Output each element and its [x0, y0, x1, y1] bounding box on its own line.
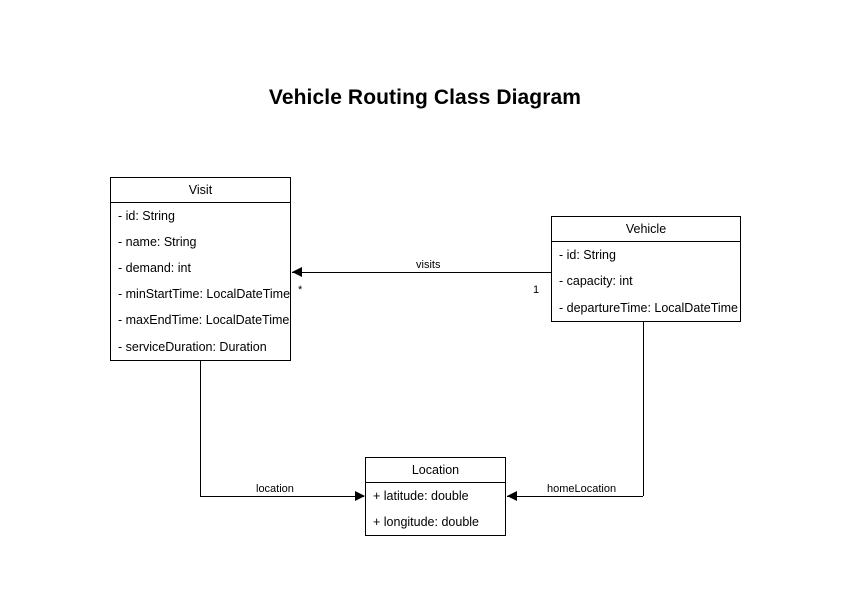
class-name-vehicle: Vehicle	[552, 217, 740, 242]
attribute-row: + latitude: double	[373, 488, 469, 503]
attribute-row: - departureTime: LocalDateTime	[559, 300, 739, 315]
attribute-row: - maxEndTime: LocalDateTime	[118, 313, 290, 328]
edge-location-vertical	[200, 361, 201, 496]
arrowhead-left-icon	[507, 491, 517, 501]
edge-label-visits: visits	[413, 260, 444, 271]
edge-homelocation-vertical	[643, 322, 644, 496]
class-box-visit[interactable]: Visit - id: String - name: String - dema…	[110, 177, 291, 361]
multiplicity-vehicle: 1	[533, 284, 540, 296]
edge-label-location: location	[253, 484, 297, 495]
attribute-row: - demand: int	[118, 261, 191, 276]
class-box-location[interactable]: Location + latitude: double + longitude:…	[365, 457, 506, 536]
attribute-row: - name: String	[118, 234, 197, 249]
attribute-row: - serviceDuration: Duration	[118, 339, 267, 354]
attribute-row: - id: String	[118, 208, 175, 223]
edge-location-horizontal	[200, 496, 364, 497]
attribute-row: + longitude: double	[373, 514, 479, 529]
attribute-row: - capacity: int	[559, 274, 633, 289]
edge-label-homelocation: homeLocation	[544, 484, 620, 495]
class-attributes-vehicle: - id: String - capacity: int - departure…	[552, 242, 740, 321]
attribute-row: - minStartTime: LocalDateTime	[118, 287, 291, 302]
arrowhead-right-icon	[355, 491, 365, 501]
arrowhead-left-icon	[292, 267, 302, 277]
class-attributes-visit: - id: String - name: String - demand: in…	[111, 203, 290, 360]
edge-homelocation-horizontal	[507, 496, 643, 497]
class-name-visit: Visit	[111, 178, 290, 203]
page-title: Vehicle Routing Class Diagram	[268, 86, 582, 109]
multiplicity-visit: *	[298, 284, 303, 296]
attribute-row: - id: String	[559, 247, 616, 262]
class-box-vehicle[interactable]: Vehicle - id: String - capacity: int - d…	[551, 216, 741, 322]
class-name-location: Location	[366, 458, 505, 483]
edge-visits-line	[292, 272, 551, 273]
class-attributes-location: + latitude: double + longitude: double	[366, 483, 505, 535]
